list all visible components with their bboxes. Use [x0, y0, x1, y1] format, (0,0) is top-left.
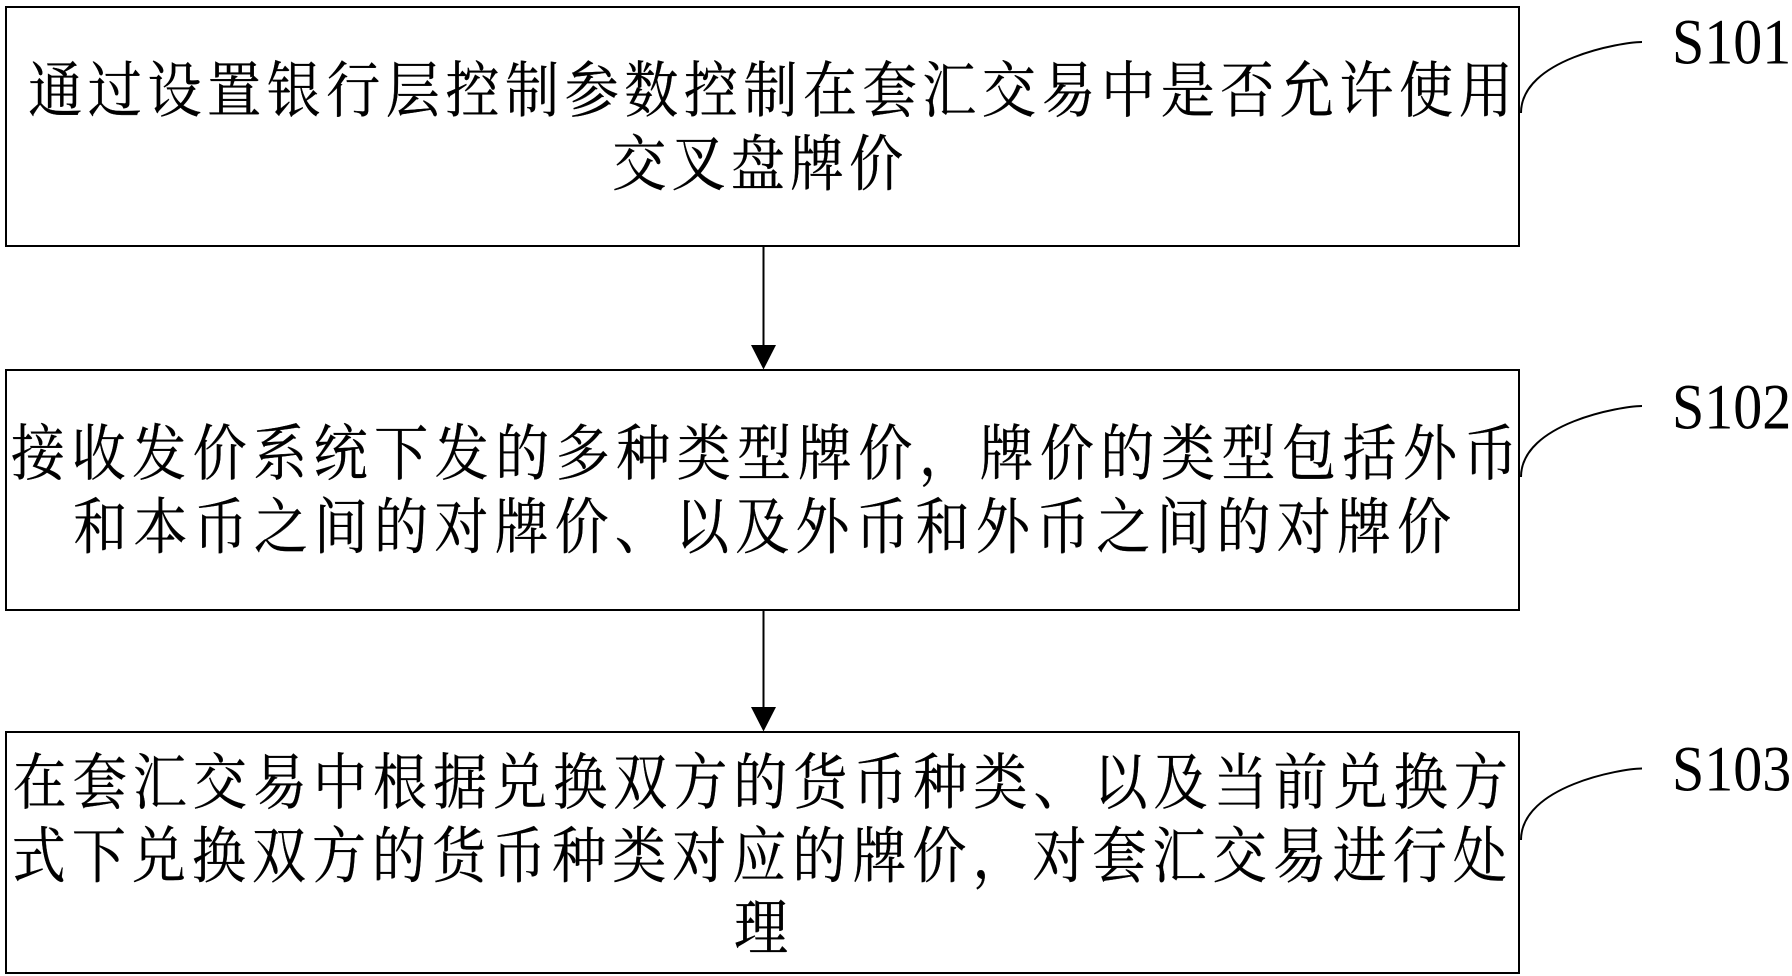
flow-step-1-line-1: 通过设置银行层控制参数控制在套汇交易中是否允许使用 [28, 57, 1519, 126]
flow-step-3-line-3: 理 [733, 894, 794, 963]
flow-step-1-line-2: 交叉盘牌价 [612, 130, 909, 199]
flow-step-3-line-1: 在套汇交易中根据兑换双方的货币种类、以及当前兑换方 [12, 748, 1514, 817]
leader-line-s101 [1520, 41, 1643, 114]
flow-step-2-line-1: 接收发价系统下发的多种类型牌价，牌价的类型包括外币 [11, 420, 1525, 489]
flow-step-1-text: 通过设置银行层控制参数控制在套汇交易中是否允许使用 交叉盘牌价 [7, 55, 1519, 201]
flow-step-1-box: 通过设置银行层控制参数控制在套汇交易中是否允许使用 交叉盘牌价 [5, 6, 1520, 247]
flow-step-3-text: 在套汇交易中根据兑换双方的货币种类、以及当前兑换方 式下兑换双方的货币种类对应的… [11, 747, 1514, 966]
flow-step-3-box: 在套汇交易中根据兑换双方的货币种类、以及当前兑换方 式下兑换双方的货币种类对应的… [5, 731, 1520, 974]
step-label-s101: S101 [1672, 4, 1792, 78]
flow-step-2-text: 接收发价系统下发的多种类型牌价，牌价的类型包括外币 和本币之间的对牌价、以及外币… [1, 419, 1524, 565]
arrow-step1-to-step2 [751, 246, 776, 370]
leader-line-s102 [1520, 405, 1643, 478]
arrow-step2-to-step3 [751, 610, 776, 732]
leader-line-s103 [1520, 767, 1643, 841]
step-label-s103: S103 [1672, 731, 1792, 805]
step-label-s102: S102 [1672, 369, 1792, 443]
flow-step-2-box: 接收发价系统下发的多种类型牌价，牌价的类型包括外币 和本币之间的对牌价、以及外币… [5, 369, 1520, 611]
flow-step-3-line-2: 式下兑换双方的货币种类对应的牌价，对套汇交易进行处 [11, 821, 1513, 890]
flow-step-2-line-2: 和本币之间的对牌价、以及外币和外币之间的对牌价 [73, 493, 1458, 562]
